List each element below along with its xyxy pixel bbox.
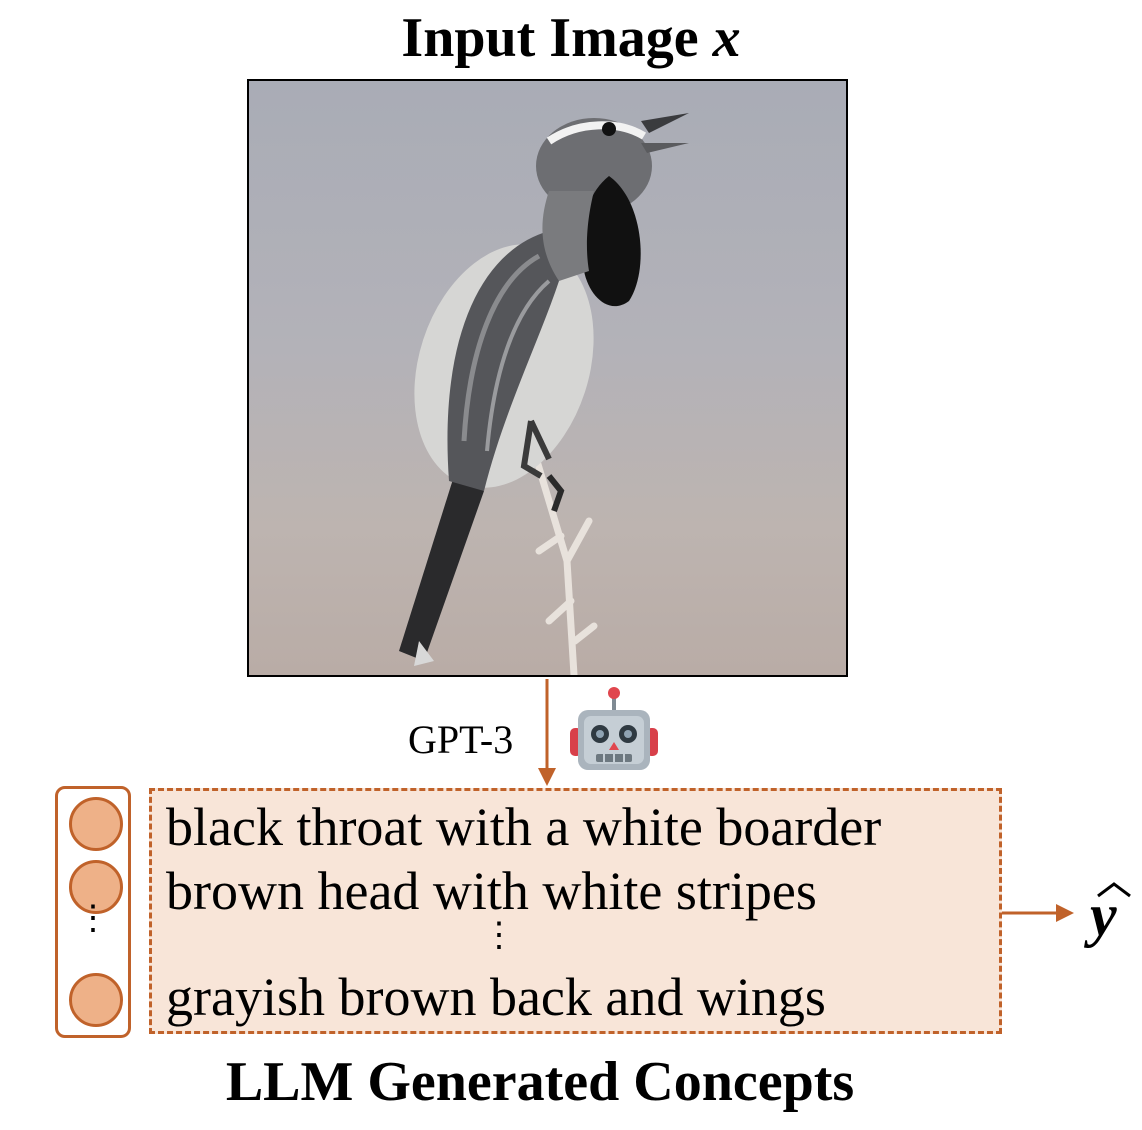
concepts-to-output-arrowhead <box>1056 904 1074 922</box>
title-text: Input Image <box>401 7 713 69</box>
bird-image <box>247 79 848 677</box>
image-to-concepts-arrowhead <box>538 768 556 786</box>
concept-node <box>69 973 123 1027</box>
title-variable: x <box>712 7 741 69</box>
concept-item: black throat with a white boarder <box>166 797 882 857</box>
vector-ellipsis: ⋮ <box>76 900 110 937</box>
concept-item: grayish brown back and wings <box>166 967 826 1027</box>
robot-icon <box>570 687 658 770</box>
input-image-title: Input Image x <box>0 2 1142 74</box>
concept-node <box>69 860 123 914</box>
model-label: GPT-3 <box>408 717 514 762</box>
prediction-hat <box>1097 882 1131 898</box>
concept-vector: ⋮ <box>55 786 131 1038</box>
concepts-caption: LLM Generated Concepts <box>225 1051 855 1113</box>
concept-node <box>69 797 123 851</box>
bird-illustration <box>399 113 689 675</box>
concept-list-ellipsis: ⋮ <box>482 917 516 954</box>
concept-list: black throat with a white boarder brown … <box>149 788 1002 1034</box>
concept-item: brown head with white stripes <box>166 861 817 921</box>
